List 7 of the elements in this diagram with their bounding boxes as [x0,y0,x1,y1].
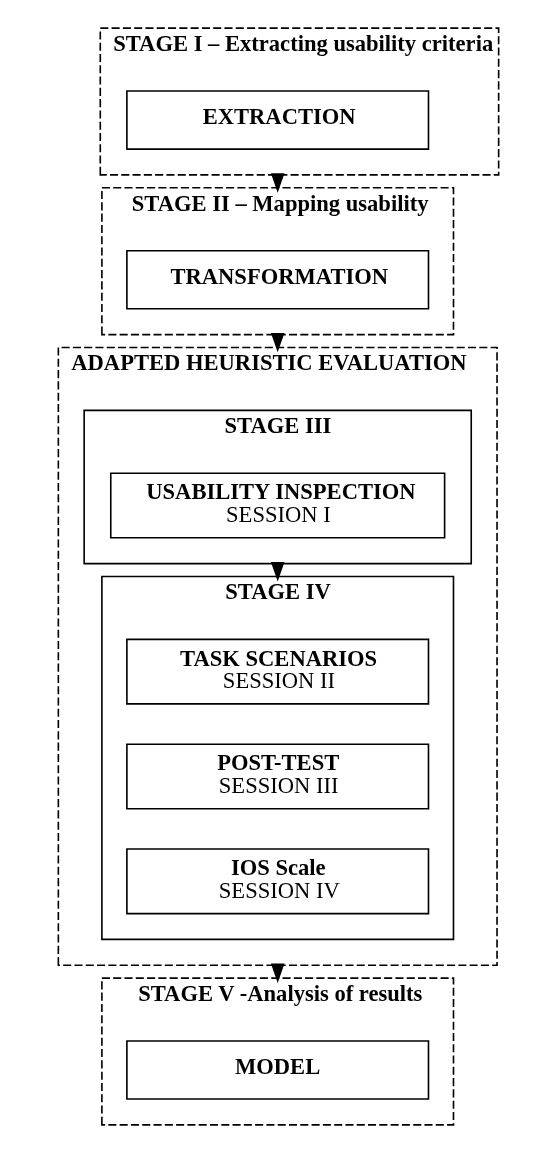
node-box: TASK SCENARIOS SESSION II [125,638,429,705]
node-box: USABILITY INSPECTION SESSION I [109,472,445,539]
node-box: TRANSFORMATION [125,249,429,310]
node-box: POST-TEST SESSION III [125,743,429,810]
node-box: EXTRACTION [125,90,429,150]
node-box: MODEL [125,1040,429,1100]
node-box: IOS Scale SESSION IV [125,848,429,915]
